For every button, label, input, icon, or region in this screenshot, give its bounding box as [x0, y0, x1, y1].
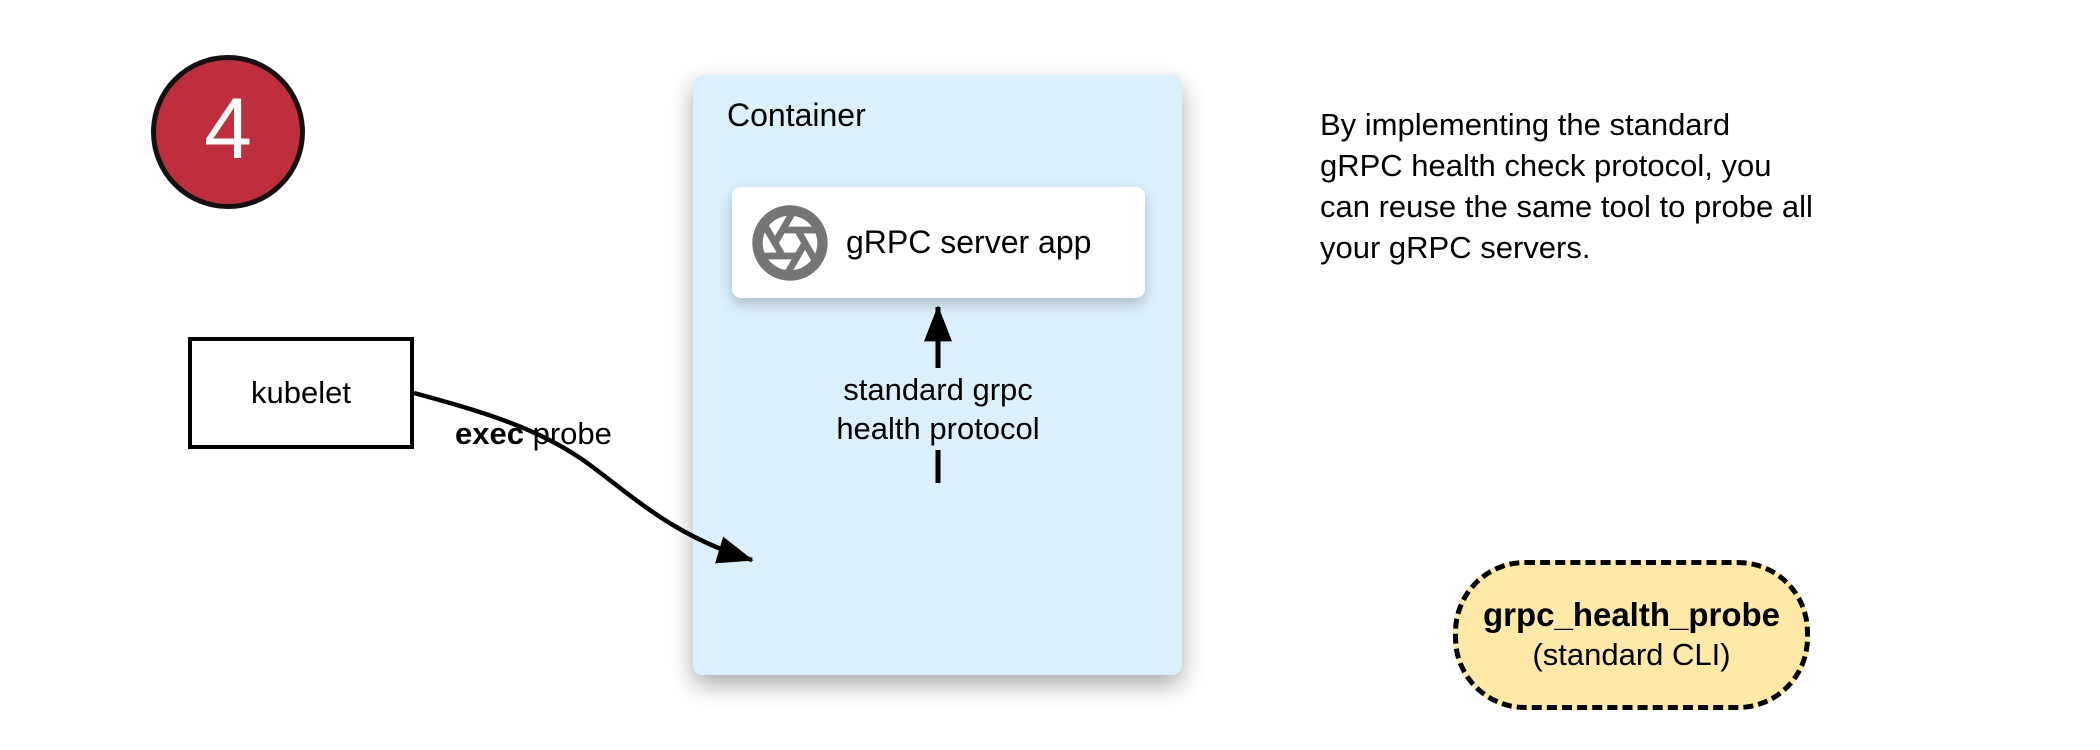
step-number: 4 [204, 81, 252, 177]
kubelet-label: kubelet [251, 375, 351, 410]
grpc-health-probe-box: grpc_health_probe (standard CLI) [1453, 560, 1810, 710]
grpc-health-probe-subtitle: (standard CLI) [1532, 637, 1731, 672]
container-title: Container [727, 97, 866, 133]
side-note-line: By implementing the standard [1320, 107, 1731, 142]
exec-probe-label-rest: probe [532, 416, 612, 451]
step-badge: 4 [151, 55, 305, 209]
protocol-label: standard grpc health protocol [788, 368, 1088, 450]
aperture-icon [752, 204, 828, 281]
kubelet-box: kubelet [188, 337, 414, 449]
side-note-line: your gRPC servers. [1320, 230, 1591, 265]
container-panel: Container gRPC server app grpc_health_pr… [693, 75, 1810, 710]
exec-probe-label-bold: exec [455, 416, 524, 451]
exec-probe-label: exec probe [455, 416, 612, 452]
protocol-label-line1: standard grpc [843, 372, 1033, 407]
protocol-label-line2: health protocol [836, 411, 1040, 446]
grpc-server-app-label: gRPC server app [846, 224, 1092, 260]
grpc-health-probe-title: grpc_health_probe [1482, 596, 1781, 633]
side-note: By implementing the standard gRPC health… [1320, 104, 1813, 268]
side-note-line: can reuse the same tool to probe all [1320, 189, 1813, 224]
grpc-server-app-box: gRPC server app [732, 187, 1145, 298]
side-note-line: gRPC health check protocol, you [1320, 148, 1772, 183]
